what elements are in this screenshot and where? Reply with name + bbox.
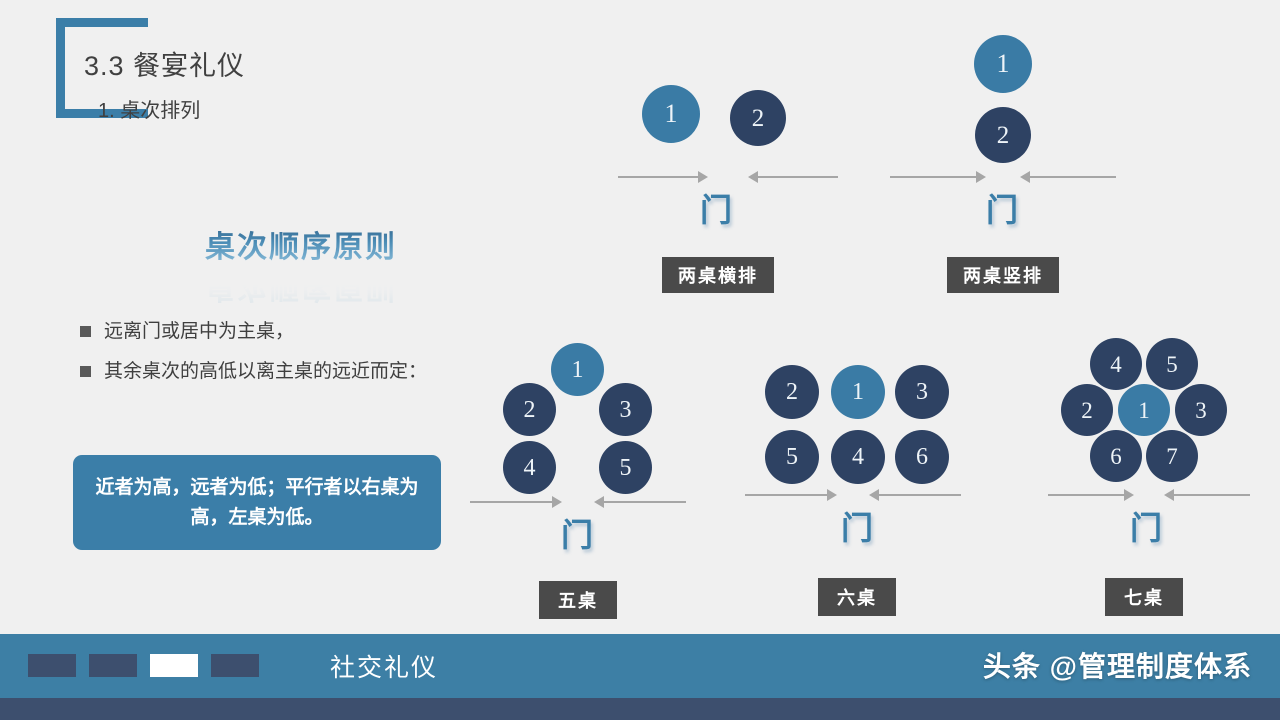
wordart-reflection: 桌次顺序原则 xyxy=(205,268,397,312)
table-number: 1 xyxy=(664,99,678,128)
table-number: 2 xyxy=(523,396,536,423)
diagram-five-tables: 1 2 3 4 5 门 五桌 xyxy=(470,343,700,623)
door-arrows xyxy=(745,488,961,502)
callout-box: 近者为高，远者为低；平行者以右桌为高，左桌为低。 xyxy=(73,455,441,550)
table-number: 4 xyxy=(852,444,864,470)
table-number: 4 xyxy=(1110,351,1122,377)
diagram-two-vertical: 1 2 门 两桌竖排 xyxy=(890,35,1120,305)
table-circle: 1 xyxy=(1118,384,1170,436)
page-title: 3.3 餐宴礼仪 xyxy=(84,51,246,81)
diagram-seven-tables: 4 5 2 1 3 6 7 门 七桌 xyxy=(1048,338,1258,623)
table-circle: 2 xyxy=(975,107,1031,163)
square-bullet-icon xyxy=(80,365,91,377)
table-number: 3 xyxy=(1195,397,1207,423)
table-circle: 4 xyxy=(1090,338,1142,390)
progress-square[interactable] xyxy=(28,654,76,677)
table-number: 3 xyxy=(916,379,928,405)
table-circle: 3 xyxy=(1175,384,1227,436)
table-circle: 3 xyxy=(895,365,949,419)
table-circle: 5 xyxy=(765,430,819,484)
progress-square-active[interactable] xyxy=(150,654,198,677)
diagram-caption: 两桌竖排 xyxy=(947,257,1059,293)
progress-square[interactable] xyxy=(89,654,137,677)
title-block: 3.3 餐宴礼仪 1. 桌次排列 xyxy=(84,50,245,123)
list-item: 其余桌次的高低以离主桌的远近而定： xyxy=(80,358,450,387)
table-number: 4 xyxy=(523,454,536,481)
footer-bottom-strip xyxy=(0,698,1280,720)
door-label: 门 xyxy=(1130,510,1163,546)
table-circle: 1 xyxy=(551,343,604,396)
table-circle: 4 xyxy=(831,430,885,484)
table-number: 1 xyxy=(852,379,864,405)
diagram-caption: 五桌 xyxy=(539,581,617,619)
footer-title: 社交礼仪 xyxy=(330,654,439,682)
table-number: 2 xyxy=(786,379,798,405)
table-number: 1 xyxy=(1138,397,1150,423)
title-bracket xyxy=(56,18,157,118)
table-number: 2 xyxy=(996,121,1010,149)
table-circle: 5 xyxy=(599,441,652,494)
door-arrows xyxy=(618,170,838,184)
door-label: 门 xyxy=(841,510,874,546)
table-number: 2 xyxy=(751,104,765,132)
diagram-caption: 两桌横排 xyxy=(662,257,774,293)
door-label: 门 xyxy=(561,517,594,553)
table-number: 6 xyxy=(916,444,928,470)
table-circle: 5 xyxy=(1146,338,1198,390)
table-number: 5 xyxy=(786,444,798,470)
table-circle: 2 xyxy=(1061,384,1113,436)
bullet-text: 其余桌次的高低以离主桌的远近而定： xyxy=(104,360,428,382)
table-number: 7 xyxy=(1166,443,1178,469)
table-circle: 2 xyxy=(503,383,556,436)
table-circle: 7 xyxy=(1146,430,1198,482)
list-item: 远离门或居中为主桌， xyxy=(80,318,450,347)
table-number: 6 xyxy=(1110,443,1122,469)
progress-square[interactable] xyxy=(211,654,259,677)
table-circle: 2 xyxy=(730,90,786,146)
diagram-two-horizontal: 1 2 门 两桌横排 xyxy=(600,85,840,305)
page-subtitle: 1. 桌次排列 xyxy=(98,100,201,123)
table-number: 1 xyxy=(996,49,1010,78)
square-bullet-icon xyxy=(80,326,91,337)
diagram-caption: 七桌 xyxy=(1105,578,1183,616)
table-circle: 6 xyxy=(895,430,949,484)
bullet-text: 远离门或居中为主桌， xyxy=(104,321,295,342)
table-number: 2 xyxy=(1081,397,1093,423)
table-circle: 1 xyxy=(642,85,700,143)
table-number: 1 xyxy=(571,356,584,383)
table-number: 5 xyxy=(619,454,632,481)
door-arrows xyxy=(470,495,686,509)
watermark: 头条 @管理制度体系 xyxy=(982,651,1252,682)
door-label: 门 xyxy=(700,192,733,228)
table-circle: 6 xyxy=(1090,430,1142,482)
footer-progress-indicator xyxy=(28,654,259,677)
table-number: 3 xyxy=(619,396,632,423)
diagram-six-tables: 2 1 3 5 4 6 门 六桌 xyxy=(745,365,980,625)
table-circle: 1 xyxy=(974,35,1032,93)
diagram-caption: 六桌 xyxy=(818,578,896,616)
table-circle: 1 xyxy=(831,365,885,419)
table-circle: 4 xyxy=(503,441,556,494)
bullet-list: 远离门或居中为主桌， 其余桌次的高低以离主桌的远近而定： xyxy=(80,318,450,397)
table-number: 5 xyxy=(1166,351,1178,377)
callout-text: 近者为高，远者为低；平行者以右桌为高，左桌为低。 xyxy=(95,477,419,528)
door-arrows xyxy=(1048,488,1250,502)
wordart-text: 桌次顺序原则 xyxy=(205,222,397,266)
table-circle: 2 xyxy=(765,365,819,419)
door-label: 门 xyxy=(986,192,1019,228)
wordart-heading: 桌次顺序原则 桌次顺序原则 xyxy=(205,222,397,312)
table-circle: 3 xyxy=(599,383,652,436)
door-arrows xyxy=(890,170,1116,184)
